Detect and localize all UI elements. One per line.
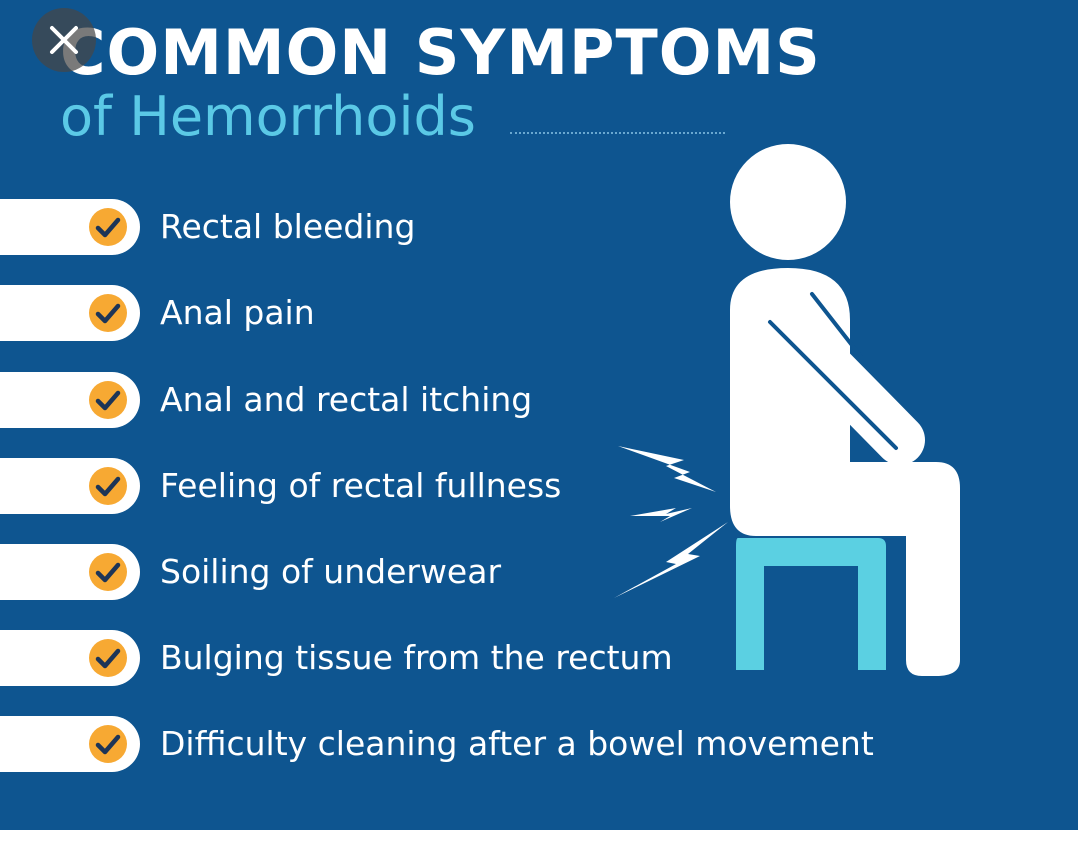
symptom-label: Soiling of underwear — [160, 552, 502, 591]
check-circle-icon — [89, 467, 127, 505]
title-dotted-rule — [510, 132, 725, 134]
person-arm — [755, 293, 925, 465]
title-main: COMMON SYMPTOMS — [60, 16, 821, 89]
symptom-label: Rectal bleeding — [160, 207, 416, 246]
symptom-label: Anal and rectal itching — [160, 380, 533, 419]
arm-outline — [768, 292, 898, 450]
lightning-bolt-icon — [630, 508, 692, 522]
seated-person-illustration — [614, 144, 960, 676]
close-icon — [50, 26, 78, 54]
check-circle-icon — [89, 725, 127, 763]
title-sub: of Hemorrhoids — [60, 85, 476, 148]
person-head — [730, 144, 846, 260]
person-torso — [730, 268, 960, 676]
symptom-label: Difficulty cleaning after a bowel moveme… — [160, 724, 874, 763]
symptom-label: Bulging tissue from the rectum — [160, 638, 673, 677]
check-circle-icon — [89, 381, 127, 419]
symptom-label: Anal pain — [160, 293, 315, 332]
check-circle-icon — [89, 294, 127, 332]
lightning-bolt-icon — [614, 522, 728, 598]
check-circle-icon — [89, 553, 127, 591]
chair — [736, 538, 886, 670]
close-button[interactable] — [32, 8, 96, 72]
check-circle-icon — [89, 208, 127, 246]
symptom-label: Feeling of rectal fullness — [160, 466, 562, 505]
lightning-bolt-icon — [618, 446, 716, 492]
check-circle-icon — [89, 639, 127, 677]
